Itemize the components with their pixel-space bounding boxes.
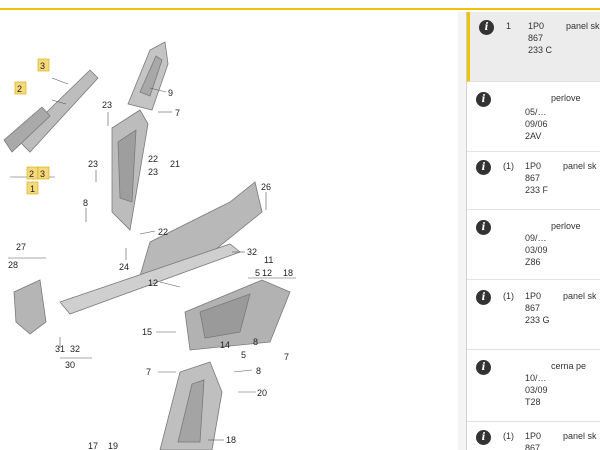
parts-row[interactable]: i perlove 09/… 03/09 Z86: [467, 210, 600, 280]
callout-label[interactable]: 14: [220, 340, 230, 350]
callout-label[interactable]: 12: [148, 278, 158, 288]
callout-label[interactable]: 2: [29, 169, 34, 179]
callout-label[interactable]: 8: [253, 337, 258, 347]
callout-label[interactable]: 11: [264, 255, 273, 265]
part-description: panel sk: [563, 431, 597, 441]
callout-label[interactable]: 8: [256, 366, 261, 376]
callout-label[interactable]: 7: [146, 367, 151, 377]
callout-label[interactable]: 5: [241, 350, 246, 360]
callout-label[interactable]: 24: [119, 262, 129, 272]
callout-label[interactable]: 23: [88, 159, 98, 169]
top-toolbar-strip: [0, 0, 600, 10]
callout-label[interactable]: 32: [70, 344, 80, 354]
parts-row[interactable]: i cerna pe 10/… 03/09 T28: [467, 350, 600, 422]
parts-list-panel[interactable]: i 1 1P0 867 233 C panel sk i perlove 05/…: [467, 12, 600, 450]
part-validity: 05/… 09/06 2AV: [525, 107, 548, 141]
part-number: 1P0 867 233 C: [528, 21, 553, 55]
info-icon[interactable]: i: [476, 92, 491, 107]
part-description: cerna pe: [551, 361, 587, 371]
info-icon[interactable]: i: [476, 290, 491, 305]
callout-label[interactable]: 5: [255, 268, 260, 278]
callout-label[interactable]: 7: [175, 108, 180, 118]
part-number: 1P0 867 233 F: [525, 161, 549, 195]
c-pillar-lower-inner: [177, 379, 205, 443]
callout-label[interactable]: 23: [148, 167, 158, 177]
sill-end-cap: [13, 279, 47, 335]
callout-label[interactable]: 19: [108, 441, 118, 450]
part-qty: 1: [506, 21, 512, 31]
info-icon[interactable]: i: [476, 160, 491, 175]
parts-diagram-canvas: 3 2 2 3 1 23 9 7 23 22 21 23 8 26 22 24 …: [3, 41, 296, 450]
info-icon[interactable]: i: [476, 360, 491, 375]
part-description: perlove: [551, 93, 581, 103]
a-pillar-lower: [3, 106, 51, 153]
part-description: panel sk: [563, 161, 597, 171]
callout-label[interactable]: 15: [142, 327, 152, 337]
callout-label[interactable]: 22: [158, 227, 168, 237]
callout-label[interactable]: 22: [148, 154, 158, 164]
callout-label[interactable]: 26: [261, 182, 271, 192]
callout-label[interactable]: 18: [226, 435, 236, 445]
callout-label[interactable]: 12: [262, 268, 272, 278]
part-qty: (1): [503, 291, 514, 301]
part-qty: (1): [503, 431, 514, 441]
a-pillar-trim: [17, 69, 99, 153]
callout-label[interactable]: 3: [40, 61, 45, 71]
callout-label[interactable]: 18: [283, 268, 293, 278]
callout-label[interactable]: 30: [65, 360, 75, 370]
callout-label[interactable]: 31: [55, 344, 65, 354]
callout-label[interactable]: 23: [102, 100, 112, 110]
callout-label[interactable]: 3: [40, 169, 45, 179]
callout-label[interactable]: 20: [257, 388, 267, 398]
callout-label[interactable]: 2: [17, 84, 22, 94]
part-description: panel sk: [563, 291, 597, 301]
info-icon[interactable]: i: [476, 430, 491, 445]
part-qty: (1): [503, 161, 514, 171]
info-icon[interactable]: i: [479, 20, 494, 35]
part-description: panel sk: [566, 21, 600, 31]
part-number: 1P0 867: [525, 431, 542, 450]
callout-label[interactable]: 9: [168, 88, 173, 98]
parts-row[interactable]: i perlove 05/… 09/06 2AV: [467, 82, 600, 152]
b-pillar-lower-inner: [117, 129, 137, 203]
callout-label[interactable]: 32: [247, 247, 257, 257]
callout-label[interactable]: 27: [16, 242, 26, 252]
callout-label[interactable]: 8: [83, 198, 88, 208]
parts-diagram[interactable]: 3 2 2 3 1 23 9 7 23 22 21 23 8 26 22 24 …: [0, 12, 466, 450]
parts-row[interactable]: i (1) 1P0 867 233 G panel sk: [467, 280, 600, 350]
part-description: perlove: [551, 221, 581, 231]
info-icon[interactable]: i: [476, 220, 491, 235]
parts-row[interactable]: i (1) 1P0 867 panel sk: [467, 422, 600, 450]
panel-divider: [466, 12, 467, 450]
rear-quarter-inner: [199, 293, 251, 339]
callout-label[interactable]: 17: [88, 441, 98, 450]
scroll-gutter[interactable]: [458, 12, 466, 450]
part-number: 1P0 867 233 G: [525, 291, 550, 325]
b-pillar-upper-inner: [139, 55, 163, 97]
part-validity: 09/… 03/09 Z86: [525, 233, 548, 267]
callout-label[interactable]: 7: [284, 352, 289, 362]
part-validity: 10/… 03/09 T28: [525, 373, 548, 407]
parts-row[interactable]: i 1 1P0 867 233 C panel sk: [467, 12, 600, 82]
parts-row[interactable]: i (1) 1P0 867 233 F panel sk: [467, 152, 600, 210]
callout-label[interactable]: 1: [30, 184, 35, 194]
callout-label[interactable]: 28: [8, 260, 18, 270]
callout-label[interactable]: 21: [170, 159, 180, 169]
